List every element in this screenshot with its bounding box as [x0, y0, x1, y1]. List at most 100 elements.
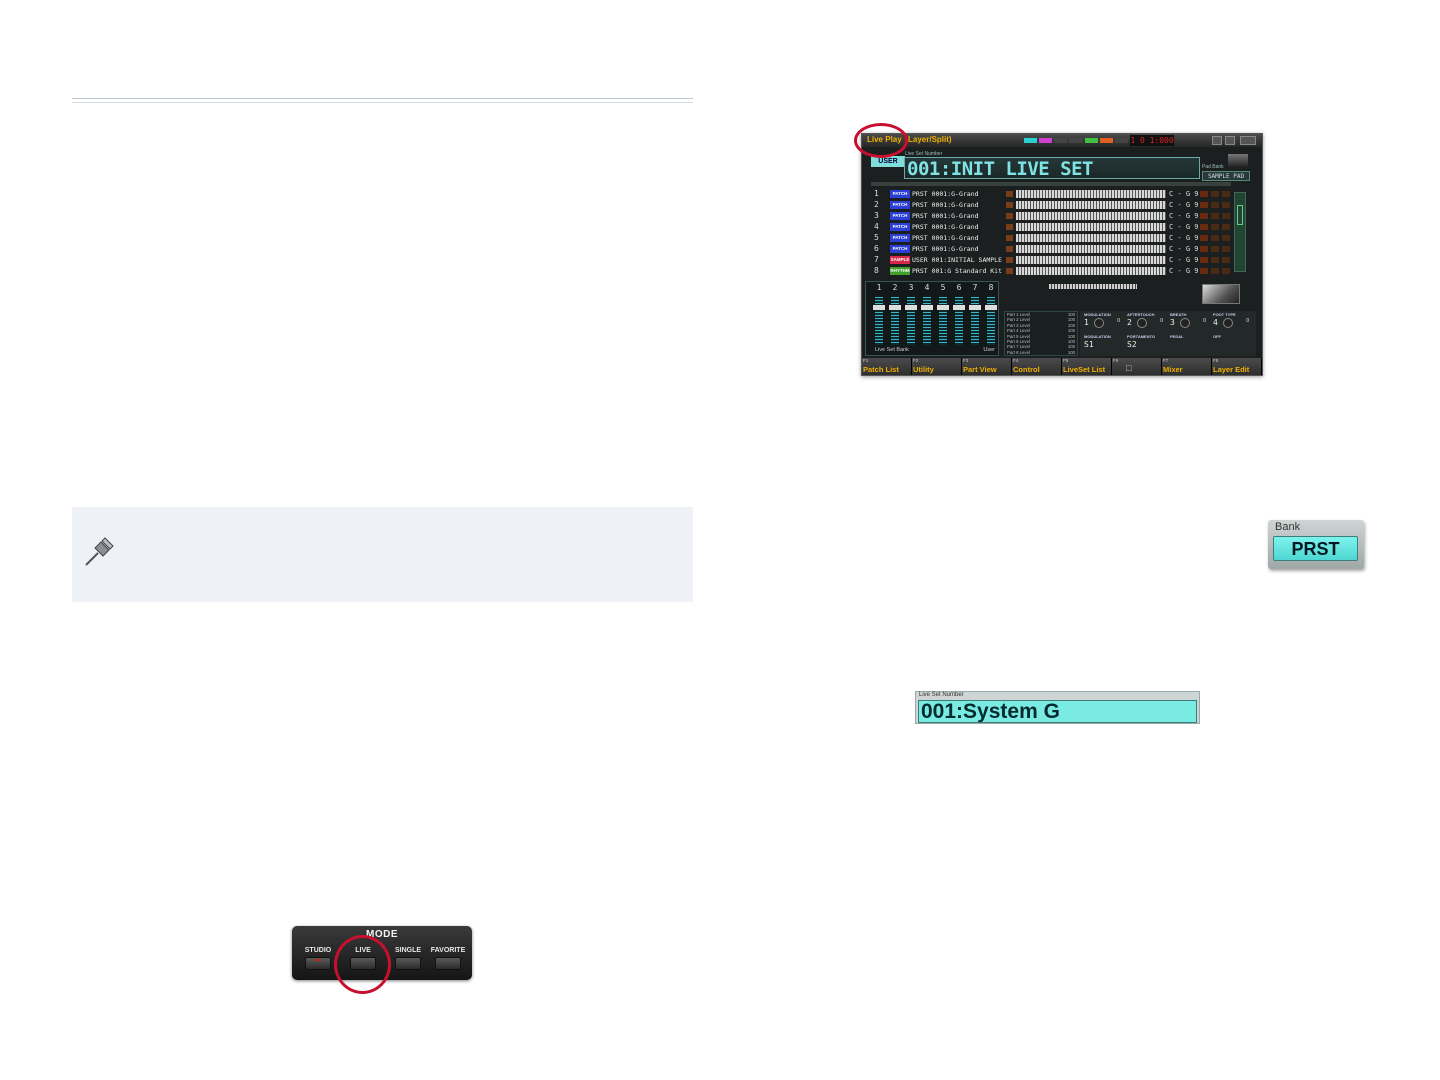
live-set-name[interactable]: 001:INIT LIVE SET [904, 157, 1200, 179]
mixer-channel[interactable]: 5 [936, 283, 950, 353]
window-icon[interactable] [1225, 136, 1235, 145]
studio-mode-button[interactable]: STUDIO [298, 947, 338, 970]
part-button[interactable] [1211, 213, 1219, 219]
part-switch[interactable] [1006, 268, 1013, 274]
part-button[interactable] [1200, 224, 1208, 230]
part-button[interactable] [1200, 257, 1208, 263]
part-button[interactable] [1222, 235, 1230, 241]
part-patch-name[interactable]: PRST 0001:G-Grand [912, 234, 979, 242]
part-patch-name[interactable]: PRST 0001:G-Grand [912, 212, 979, 220]
part-patch-name[interactable]: PRST 0001:G-Grand [912, 190, 979, 198]
controller-knob[interactable] [1180, 318, 1190, 328]
controller-assign[interactable]: OFF [1211, 334, 1251, 354]
live-mode-button[interactable]: LIVE [343, 947, 383, 970]
part-patch-name[interactable]: PRST 0001:G-Grand [912, 245, 979, 253]
part-button[interactable] [1200, 235, 1208, 241]
function-key-f6[interactable]: F6□ [1112, 358, 1162, 375]
single-button-cap[interactable] [395, 957, 421, 970]
part-button[interactable] [1211, 257, 1219, 263]
part-button[interactable] [1211, 268, 1219, 274]
part-patch-name[interactable]: PRST 0001:G-Grand [912, 223, 979, 231]
part-button[interactable] [1222, 224, 1230, 230]
controller-knob[interactable] [1094, 318, 1104, 328]
window-icon[interactable] [1212, 136, 1222, 145]
fader-knob[interactable] [953, 305, 965, 310]
mixer-channel[interactable]: 8 [984, 283, 998, 353]
part-button[interactable] [1200, 191, 1208, 197]
favorite-mode-button[interactable]: FAVORITE [428, 947, 468, 970]
mixer-channel[interactable]: 2 [888, 283, 902, 353]
fader-knob[interactable] [937, 305, 949, 310]
part-button[interactable] [1211, 224, 1219, 230]
studio-button-cap[interactable] [305, 957, 331, 970]
controller-knob[interactable] [1137, 318, 1147, 328]
pad-bank-value[interactable]: SAMPLE PAD [1202, 171, 1250, 181]
part-button[interactable] [1200, 246, 1208, 252]
fader-knob[interactable] [873, 305, 885, 310]
fader-knob[interactable] [969, 305, 981, 310]
bank-value[interactable]: PRST [1273, 536, 1358, 561]
exit-icon[interactable] [1240, 136, 1256, 145]
single-mode-button[interactable]: SINGLE [388, 947, 428, 970]
tab-layer-split[interactable]: Layer/Split) [908, 135, 952, 144]
set-type-badge[interactable]: USER [871, 156, 905, 167]
part-button[interactable] [1222, 246, 1230, 252]
part-switch[interactable] [1006, 202, 1013, 208]
part-button[interactable] [1211, 191, 1219, 197]
fader-knob[interactable] [889, 305, 901, 310]
fader-knob[interactable] [905, 305, 917, 310]
part-button[interactable] [1222, 268, 1230, 274]
part-patch-name[interactable]: PRST 001:G Standard Kit [912, 267, 1003, 275]
part-patch-name[interactable]: USER 001:INITIAL SAMPLE [912, 256, 1003, 264]
part-button[interactable] [1222, 257, 1230, 263]
part-switch[interactable] [1006, 224, 1013, 230]
fader-knob[interactable] [921, 305, 933, 310]
mixer-channel[interactable]: 1 [872, 283, 886, 353]
mixer-channel[interactable]: 6 [952, 283, 966, 353]
part-switch[interactable] [1006, 257, 1013, 263]
part-button[interactable] [1222, 213, 1230, 219]
mixer-channel[interactable]: 4 [920, 283, 934, 353]
part-button[interactable] [1211, 235, 1219, 241]
controller-assign[interactable]: PEDAL [1168, 334, 1208, 354]
part-button[interactable] [1222, 202, 1230, 208]
part-switch[interactable] [1006, 235, 1013, 241]
mixer-channel[interactable]: 3 [904, 283, 918, 353]
fader-knob[interactable] [985, 305, 997, 310]
scroll-thumb[interactable] [1237, 205, 1243, 225]
controller-knob[interactable] [1223, 318, 1233, 328]
part-button[interactable] [1211, 202, 1219, 208]
lsn-value[interactable]: 001:System G [918, 700, 1197, 723]
part-patch-name[interactable]: PRST 0001:G-Grand [912, 201, 979, 209]
part-button[interactable] [1222, 191, 1230, 197]
part-button[interactable] [1200, 202, 1208, 208]
